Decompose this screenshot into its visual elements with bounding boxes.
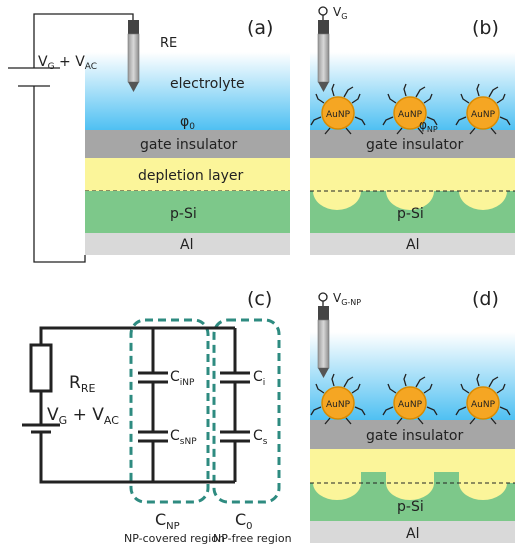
reference-electrode: [127, 20, 140, 92]
gate-insulator-layer: [310, 420, 515, 449]
aunp-particle: AuNP: [310, 83, 366, 135]
aunp-particle: AuNP: [455, 83, 511, 135]
np-free-psi-bump: [361, 472, 386, 483]
terminal-circle: [318, 292, 328, 302]
gate-insulator-layer: [85, 130, 290, 158]
gate-insulator-label: gate insulator: [366, 428, 463, 444]
psi-layer: [85, 191, 290, 233]
electrolyte-label: electrolyte: [170, 76, 245, 92]
np-covered-region-box: [129, 318, 210, 504]
c0-label: C0: [235, 510, 253, 532]
electrolyte-layer: [85, 52, 290, 130]
vgnp-label: VG-NP: [333, 291, 361, 307]
al-label: Al: [406, 526, 419, 542]
svg-text:AuNP: AuNP: [398, 110, 423, 120]
depletion-layer: [85, 158, 290, 191]
np-free-psi-bump: [434, 472, 459, 483]
circuit-loop: [39, 326, 235, 484]
depletion-bulge: [459, 191, 507, 210]
reference-electrode: [317, 306, 330, 378]
resistor-rre: [29, 343, 53, 393]
np-free-region-box: [212, 318, 281, 504]
aunp-particle: AuNP: [310, 373, 366, 425]
source-label: VG + VAC: [38, 54, 97, 72]
al-label: Al: [406, 237, 419, 253]
depletion-label: depletion layer: [138, 168, 244, 184]
depletion-bulge: [459, 483, 507, 500]
rre-label: RRE: [69, 373, 95, 395]
panel-b: (b) gate insulator p-Si Al VG AuNP AuNP …: [310, 5, 515, 255]
panel-c: (c) RRE VG + VAC CiNP CsNP Ci Cs CNP C0: [22, 288, 292, 545]
np-covered-label: NP-covered region: [124, 532, 225, 545]
re-label: RE: [160, 36, 177, 51]
depletion-layer: [310, 449, 515, 483]
circuit-wire: [33, 13, 134, 263]
svg-text:AuNP: AuNP: [471, 110, 496, 120]
depletion-bulge: [386, 191, 434, 210]
aunp-particle: AuNP: [382, 373, 438, 425]
cinp-label: CiNP: [170, 369, 195, 388]
source-label: VG + VAC: [47, 405, 119, 427]
svg-text:AuNP: AuNP: [471, 400, 496, 410]
depletion-bulge: [386, 483, 434, 500]
aunp-particle: AuNP: [382, 83, 438, 135]
panel-b-tag: (b): [472, 17, 499, 39]
al-layer: [310, 521, 515, 543]
depletion-layer: [310, 158, 515, 191]
phi0-label: φ0: [180, 114, 195, 132]
gate-insulator-label: gate insulator: [366, 137, 463, 153]
psi-label: p-Si: [170, 206, 197, 222]
svg-text:AuNP: AuNP: [326, 110, 351, 120]
ci-label: Ci: [253, 369, 265, 388]
panel-a-tag: (a): [247, 17, 273, 39]
svg-text:AuNP: AuNP: [398, 400, 423, 410]
terminal-circle: [318, 6, 328, 16]
depletion-bulge: [313, 191, 361, 210]
al-layer: [85, 233, 290, 255]
panel-d-tag: (d): [472, 288, 499, 310]
aunp-particle: AuNP: [455, 373, 511, 425]
cs-label: Cs: [253, 428, 268, 447]
gate-insulator-layer: [310, 130, 515, 158]
al-layer: [310, 233, 515, 255]
depletion-bulge: [313, 483, 361, 500]
cnp-label: CNP: [155, 510, 180, 532]
svg-text:AuNP: AuNP: [326, 400, 351, 410]
al-label: Al: [180, 237, 193, 253]
panel-d: (d) gate insulator p-Si Al VG-NP AuNP Au…: [310, 288, 515, 543]
vg-label: VG: [333, 5, 347, 21]
reference-electrode: [317, 20, 330, 92]
psi-label: p-Si: [397, 206, 424, 222]
panel-c-tag: (c): [247, 288, 272, 310]
csnp-label: CsNP: [170, 428, 197, 447]
np-free-label: NP-free region: [213, 532, 292, 545]
gate-insulator-label: gate insulator: [140, 137, 237, 153]
panel-a: (a) RE electrolyte φ0 gate insulator dep…: [8, 13, 290, 263]
psi-label: p-Si: [397, 499, 424, 515]
phinp-label: φNP: [419, 118, 438, 134]
